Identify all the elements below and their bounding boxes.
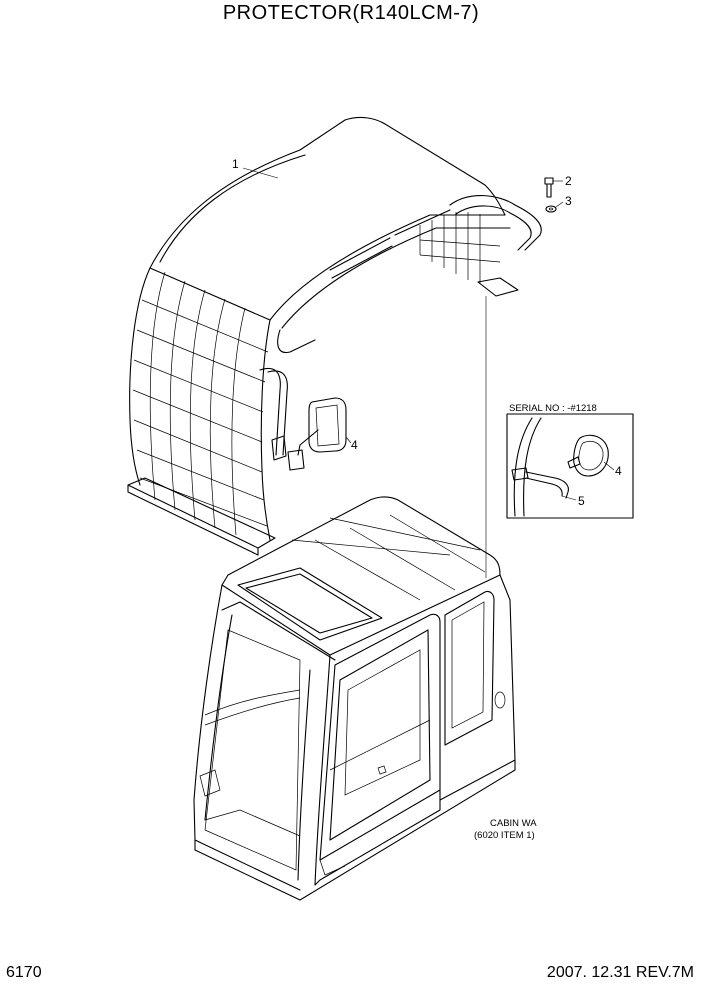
callout-part-5: 5: [578, 494, 585, 508]
callout-part-4-detail: 4: [615, 464, 622, 478]
bolt-washer: [544, 177, 557, 213]
protector-guard: [127, 116, 542, 556]
callout-part-2: 2: [565, 174, 572, 188]
callout-part-4-main: 4: [351, 438, 358, 452]
page-title: PROTECTOR(R140LCM-7): [222, 2, 480, 24]
revision-date: 2007. 12.31 REV.7M: [546, 964, 694, 981]
callout-part-3: 3: [565, 194, 572, 208]
cabin: [193, 496, 516, 901]
callout-leaders: [242, 167, 615, 501]
cabin-note-line1: CABIN WA: [490, 818, 537, 829]
cabin-note-line2: (6020 ITEM 1): [474, 830, 535, 841]
callout-part-1: 1: [232, 157, 239, 171]
detail-serial-title: SERIAL NO : -#1218: [509, 403, 597, 414]
mirror-assembly-main: [287, 397, 347, 471]
detail-box: [506, 413, 634, 519]
page-number: 6170: [6, 964, 42, 981]
